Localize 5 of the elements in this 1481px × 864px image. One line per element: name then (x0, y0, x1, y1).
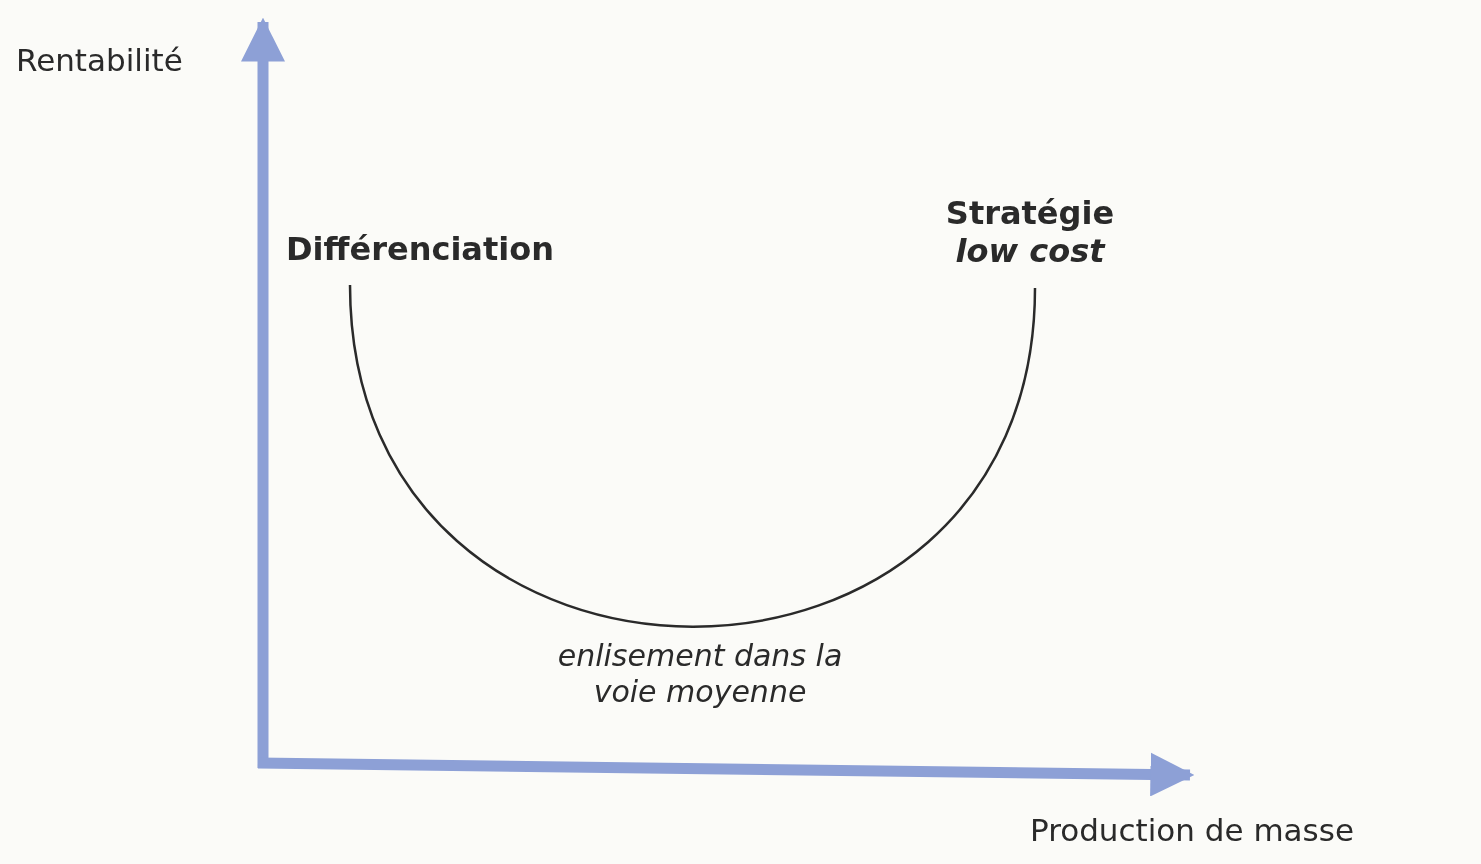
curve-label: Stratégie low cost (944, 194, 1116, 271)
curve-label: Différenciation (286, 230, 554, 269)
curve-label: enlisement dans la voie moyenne (556, 638, 844, 710)
axis-title: Rentabilité (16, 42, 183, 80)
axis-title: Production de masse (1030, 812, 1354, 850)
